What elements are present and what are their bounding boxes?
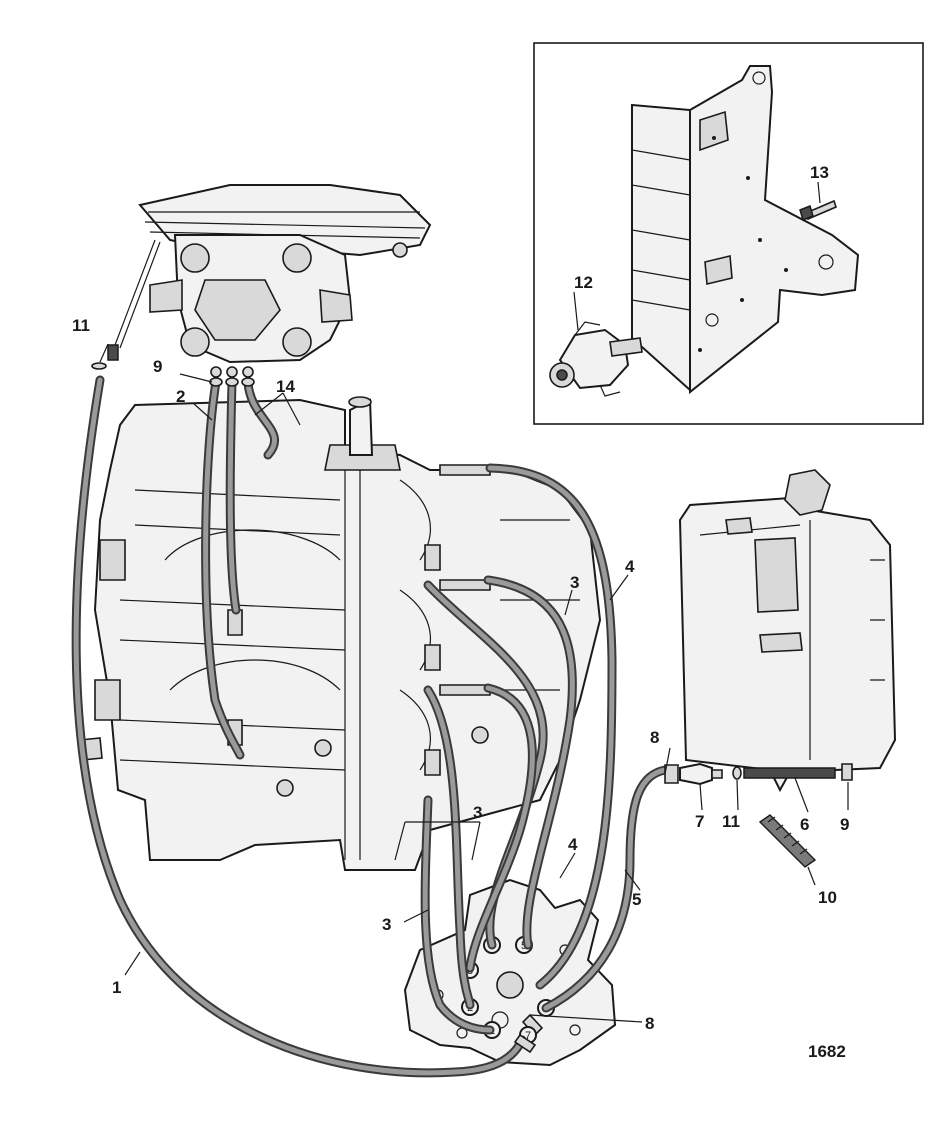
callout-9-pump: 9 [153,357,162,376]
callout-4-upper: 4 [625,557,635,576]
sensor-assembly [549,321,643,397]
inset-panel [533,42,924,425]
callout-13: 13 [810,163,829,182]
callout-9-tank: 9 [840,815,849,834]
callouts: 11 9 2 14 12 13 3 4 3 4 5 3 1 8 7 11 6 9… [72,163,849,1061]
braided-sleeve [758,814,817,868]
callout-12: 12 [574,273,593,292]
callout-3-upper: 3 [570,573,579,592]
callout-2: 2 [176,387,185,406]
figure-number: 1682 [808,1042,846,1061]
pump-assembly [107,184,432,378]
callout-5: 5 [632,890,641,909]
callout-14: 14 [276,377,295,396]
leader-lines [99,343,849,1023]
callout-11-filter: 11 [722,812,740,831]
callout-8-filter: 8 [650,728,659,747]
hoses [71,375,836,1078]
callout-6: 6 [800,815,809,834]
mounting-bracket [631,65,860,395]
callout-7: 7 [695,812,704,831]
callout-3-lower: 3 [382,915,391,934]
small-parts [91,362,853,1054]
engine-block [79,396,602,871]
callout-10: 10 [818,888,837,907]
callout-8-manifold: 8 [645,1014,654,1033]
oil-tank [678,469,897,793]
callout-1: 1 [112,978,121,997]
callout-4-lower: 4 [568,835,578,854]
port-label-7: 7 [525,1030,531,1042]
bolt [799,199,837,222]
callout-11-pump: 11 [72,316,90,335]
callout-3-middle: 3 [473,803,482,822]
